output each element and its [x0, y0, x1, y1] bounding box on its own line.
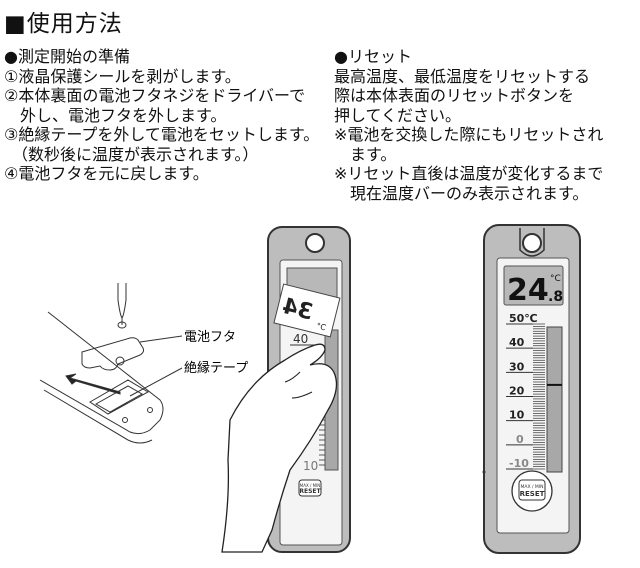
- instruction-text: 際は本体表面のリセットボタンを: [334, 86, 575, 105]
- reset-button-label: RESET: [520, 490, 545, 498]
- note-text: ※電池を交換した際にもリセットされ: [334, 125, 604, 144]
- scale-label: 40: [293, 332, 308, 346]
- battery-cover-label: 電池フタ: [184, 330, 236, 345]
- instruction-step: ①液晶保護シールを剥がします。: [4, 66, 241, 86]
- arrow-icon: [65, 373, 121, 395]
- scale-label: 10: [303, 459, 318, 473]
- insulation-tape-label: 絶縁テープ: [184, 360, 248, 376]
- battery-compartment-illustration: [39, 283, 183, 444]
- note-text: 現在温度バーのみ表示されます。: [334, 183, 589, 203]
- instruction-step: （数秒後に温度が表示されます。）: [4, 144, 259, 164]
- scale-label: 50℃: [509, 312, 538, 325]
- scale-label: 30: [509, 360, 525, 373]
- temperature-bar: [546, 326, 563, 473]
- battery-cover-icon: [81, 337, 145, 371]
- instruction-step: ④電池フタを元に戻します。: [4, 164, 209, 183]
- lcd-temperature-decimal: .8: [548, 289, 563, 305]
- reset-button-label: RESET: [299, 488, 321, 495]
- section-heading: ●リセット: [334, 47, 412, 66]
- temperature-scale: 50℃ 40 30 20 10 0 -10: [506, 312, 545, 470]
- scale-label: 10: [509, 409, 525, 422]
- page-title: ■使用方法: [4, 11, 123, 37]
- scale-label: -10: [509, 457, 529, 470]
- instruction-step: ③絶縁テープを外して電池をセットします。: [4, 125, 320, 144]
- scale-label: 20: [509, 385, 525, 398]
- scale-label: 40: [509, 336, 525, 349]
- instruction-step: 外し、電池フタを外します。: [4, 105, 227, 125]
- screwdriver-icon: [117, 283, 127, 329]
- instruction-step: ②本体裏面の電池フタネジをドライバーで: [4, 86, 306, 105]
- seal-unit: °C: [315, 321, 327, 332]
- reset-instructions: ●リセット最高温度、最低温度をリセットする際は本体表面のリセットボタンを押してく…: [334, 47, 640, 203]
- section-heading: ●測定開始の準備: [4, 47, 130, 66]
- instruction-text: 押してください。: [334, 105, 462, 125]
- button-small-label: MAX / MIN: [521, 484, 544, 490]
- lcd-temperature-integer: 24: [507, 273, 549, 308]
- lcd-unit: °C: [550, 274, 561, 284]
- button-small-label: MAX / MIN: [300, 483, 320, 488]
- thermometer-peeling-seal-illustration: 40 34 °C 10 MAX / MIN RESET: [221, 226, 351, 553]
- thermometer-illustration: 24 .8 °C 50℃ 40 30 20 10 0 -10 MAX / MIN RESET: [482, 224, 581, 554]
- hand-illustration: [221, 343, 338, 553]
- note-text: ます。: [334, 144, 397, 164]
- note-text: ※リセット直後は温度が変化するまで: [334, 164, 604, 183]
- scale-label: 0: [516, 433, 524, 446]
- instruction-text: 最高温度、最低温度をリセットする: [334, 66, 591, 86]
- reset-button[interactable]: [511, 470, 553, 512]
